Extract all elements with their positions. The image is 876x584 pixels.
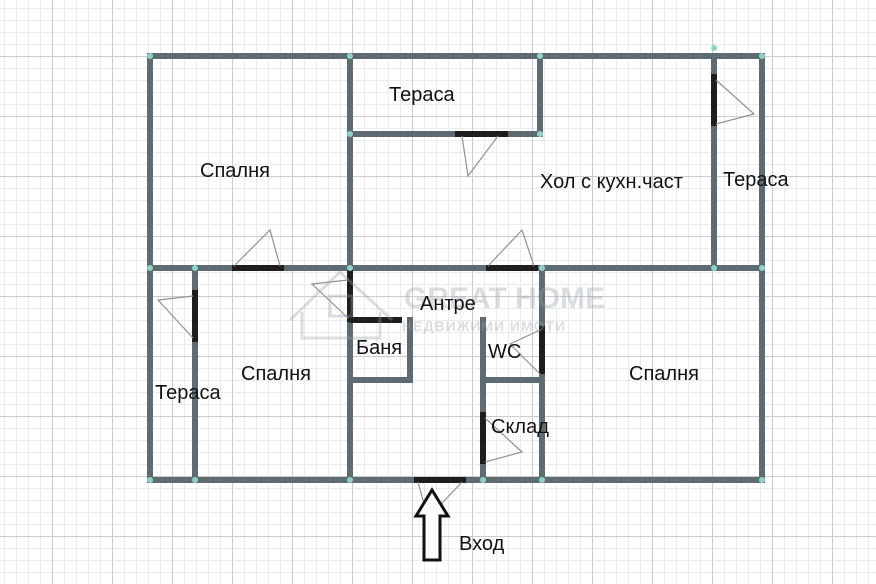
door-wc [508,326,545,375]
door-bedroom-bottom-left [310,270,353,322]
watermark-brand: GREAT HOME [404,282,606,315]
room-label-terrace-left: Тераса [155,382,221,404]
room-label-terrace-top: Тераса [389,84,455,106]
watermark-house-icon [288,269,394,340]
wall-nodes [147,45,765,483]
room-label-bedroom-top-left: Спалня [200,160,270,182]
door-storage [480,412,524,464]
doors [156,74,756,520]
room-label-bedroom-bottom-left: Спалня [241,363,311,385]
door-terrace-top [455,131,508,178]
door-living [486,228,538,271]
room-label-wc: WC [488,341,522,363]
arrow-up-icon [413,487,451,562]
room-label-bathroom: Баня [356,337,403,359]
watermark-tagline: НЕДВИЖИМИ ИМОТИ [402,318,567,334]
room-label-living-kitchen: Хол с кухн.част [540,171,683,193]
room-label-storage: Склад [491,416,549,438]
entrance-label: Вход [459,533,505,555]
door-terrace-right [711,74,756,126]
door-bedroom-top-left [232,228,284,271]
room-label-hallway: Антре [420,293,476,315]
room-label-bedroom-bottom-right: Спалня [629,363,699,385]
room-label-terrace-right: Тераса [723,169,789,191]
door-terrace-left [156,290,198,342]
